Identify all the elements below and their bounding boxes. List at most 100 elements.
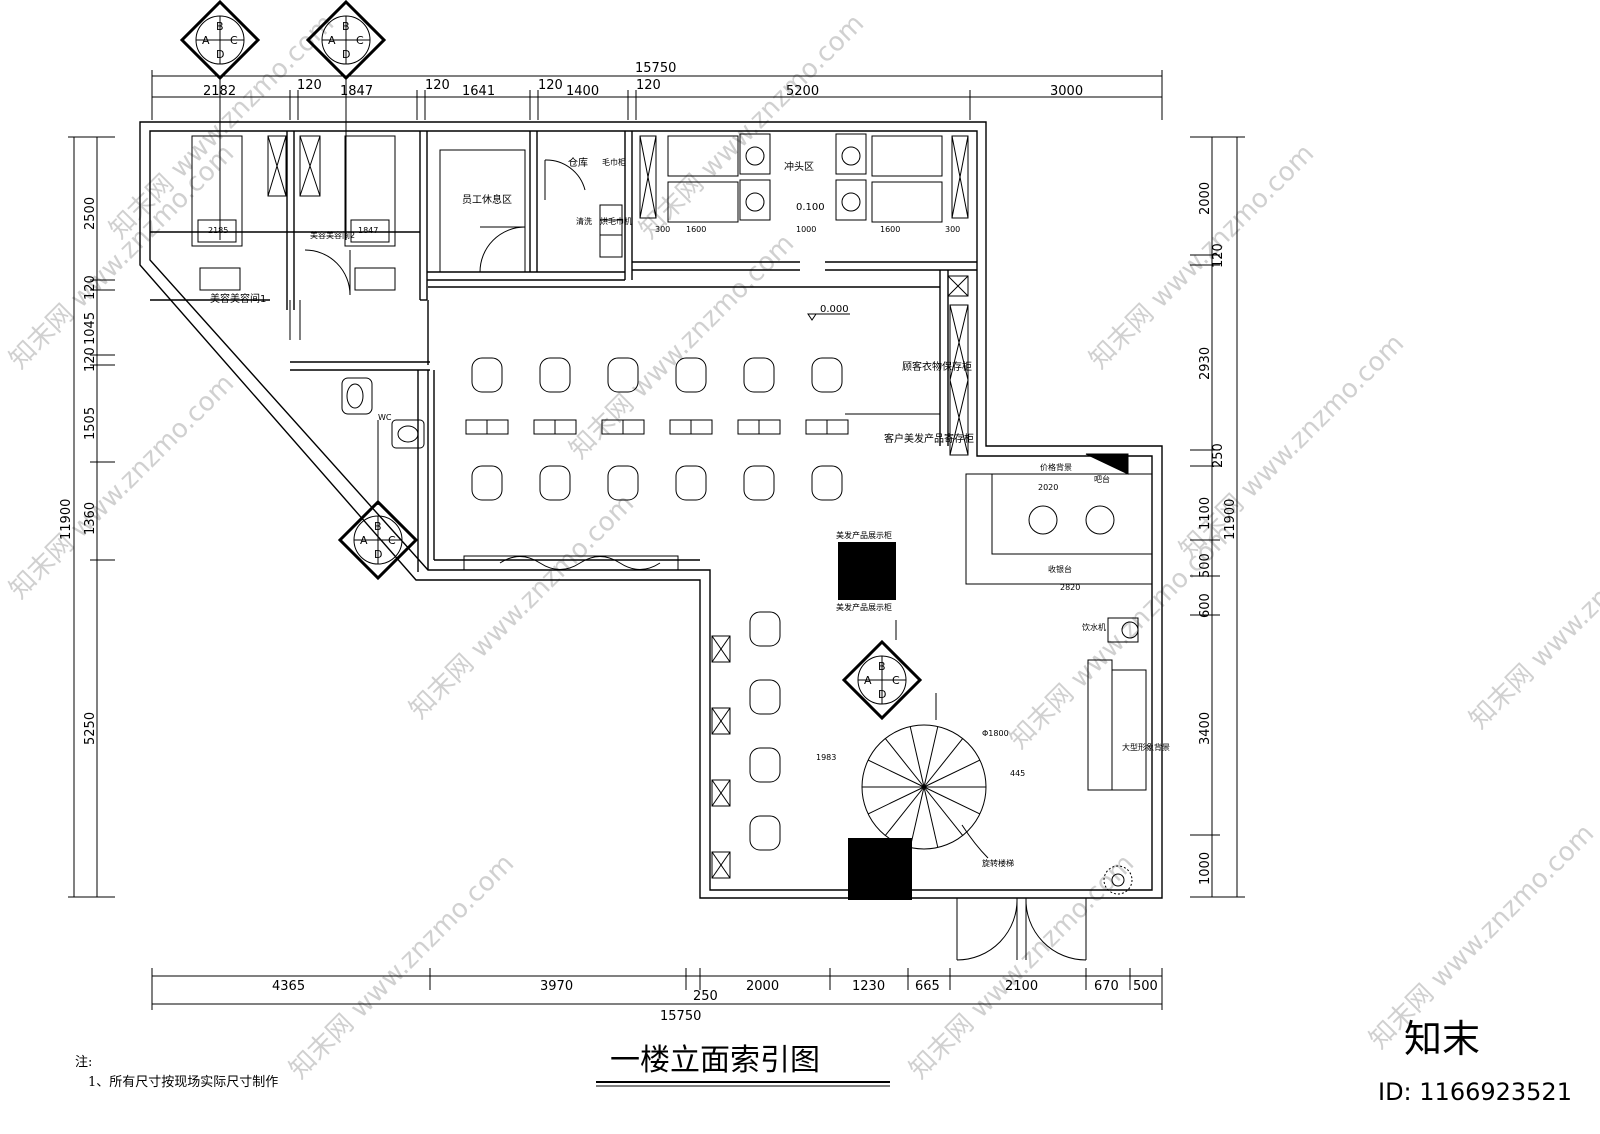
dim: 1505 bbox=[83, 407, 98, 440]
dim: 3000 bbox=[1050, 84, 1083, 99]
dim: 1000 bbox=[1198, 852, 1213, 885]
id-text: ID: 1166923521 bbox=[1378, 1078, 1572, 1106]
stair-tread bbox=[884, 786, 925, 836]
dim: 1847 bbox=[340, 84, 373, 99]
index-letter: B bbox=[878, 660, 886, 673]
label-bar: 吧台 bbox=[1094, 474, 1110, 484]
watermark: 知末网 www.znzmo.com bbox=[284, 849, 520, 1085]
label-water-dispenser: 饮水机 bbox=[1082, 622, 1106, 632]
reception-bar bbox=[965, 453, 1153, 791]
dim: 120 bbox=[1211, 243, 1226, 268]
stair-tread bbox=[923, 786, 981, 815]
dim: 2500 bbox=[83, 197, 98, 230]
index-letter: B bbox=[342, 20, 350, 33]
label-display-cabinet-top: 美发产品展示柜 bbox=[836, 530, 892, 540]
logo-text: 知末 bbox=[1404, 1017, 1480, 1061]
level-upper: 0.100 bbox=[796, 202, 825, 213]
watermark: 知末网 www.znzmo.com bbox=[904, 849, 1140, 1085]
styling-chair bbox=[471, 465, 503, 501]
dim: 2820 bbox=[1060, 583, 1080, 592]
dim: 1360 bbox=[83, 502, 98, 535]
stair-tread bbox=[923, 759, 981, 788]
dim-top-total: 15750 bbox=[635, 61, 676, 76]
waiting-chairs bbox=[463, 555, 781, 879]
dimensions-left bbox=[68, 136, 115, 898]
room-label-beauty-2: 美容美容间2 bbox=[310, 230, 355, 240]
dim: 600 bbox=[1198, 593, 1213, 618]
dim: 3400 bbox=[1198, 712, 1213, 745]
dim: 4365 bbox=[272, 979, 305, 994]
dimension-labels-bottom: 4365 3970 2000 1230 665 2100 670 500 250… bbox=[272, 979, 1158, 1024]
index-letter: C bbox=[388, 534, 396, 547]
label-wc: WC bbox=[378, 413, 392, 422]
dim: 120 bbox=[538, 78, 563, 93]
styling-chair bbox=[539, 465, 571, 501]
marker-leaders bbox=[219, 76, 937, 720]
index-letter: D bbox=[374, 548, 382, 561]
styling-chair bbox=[675, 357, 707, 393]
label-product-cabinet: 客户美发产品寄存柜 bbox=[884, 432, 974, 445]
entrance-door[interactable] bbox=[956, 897, 1087, 961]
shampoo-area bbox=[639, 133, 969, 223]
watermark: 知末网 www.znzmo.com bbox=[1464, 499, 1600, 735]
dimensions-top bbox=[151, 70, 1163, 120]
dimensions-bottom bbox=[151, 968, 1163, 1010]
level-floor: 0.000 bbox=[820, 304, 849, 315]
dim: 5250 bbox=[83, 712, 98, 745]
index-letter: D bbox=[878, 688, 886, 701]
watermark: 知末网 www.znzmo.com bbox=[404, 489, 640, 725]
dimension-labels-left: 11900 2500 120 1045 120 1505 1360 5250 bbox=[59, 197, 98, 745]
dim: 1230 bbox=[852, 979, 885, 994]
index-letter: A bbox=[202, 34, 210, 47]
stair-tread bbox=[923, 726, 939, 788]
dim: 1983 bbox=[816, 753, 836, 762]
level-mark bbox=[807, 313, 850, 321]
stair-tread bbox=[923, 786, 939, 848]
index-letter: D bbox=[216, 48, 224, 61]
plant-icon bbox=[1103, 865, 1133, 895]
watermark: 知末网 www.znzmo.com bbox=[1084, 139, 1320, 375]
room-label-beauty-1: 美容美容间1 bbox=[210, 292, 266, 305]
dim: 300 bbox=[655, 225, 670, 234]
walls bbox=[139, 121, 1163, 899]
dim: 2000 bbox=[1198, 182, 1213, 215]
dim: 120 bbox=[297, 78, 322, 93]
drawing-title: 一楼立面索引图 bbox=[610, 1043, 820, 1078]
index-letter: B bbox=[374, 520, 382, 533]
dim-bottom-total: 15750 bbox=[660, 1009, 701, 1024]
dimension-labels-right: 11900 2000 120 2930 250 1100 500 600 340… bbox=[1198, 182, 1238, 885]
dim: 120 bbox=[83, 275, 98, 300]
styling-chair bbox=[743, 357, 775, 393]
note-heading: 注: bbox=[75, 1055, 92, 1070]
dim: 250 bbox=[1211, 443, 1226, 468]
stair-tread bbox=[923, 786, 964, 836]
staff-rest-room bbox=[439, 149, 526, 273]
index-letter: A bbox=[328, 34, 336, 47]
watermark: 知末网 www.znzmo.com bbox=[104, 9, 340, 245]
dim: 670 bbox=[1094, 979, 1119, 994]
dim: 1600 bbox=[880, 225, 900, 234]
spiral-stair[interactable] bbox=[861, 724, 989, 859]
dim: 2185 bbox=[208, 226, 228, 235]
label-cash-counter: 收银台 bbox=[1048, 564, 1072, 574]
stair-tread bbox=[867, 759, 925, 788]
dim-right-total: 11900 bbox=[1223, 499, 1238, 540]
styling-chair bbox=[471, 357, 503, 393]
stair-tread bbox=[884, 738, 925, 788]
dim: 500 bbox=[1133, 979, 1158, 994]
locker-wall bbox=[845, 275, 969, 456]
dim: 120 bbox=[636, 78, 661, 93]
dim: 500 bbox=[1198, 553, 1213, 578]
dim: 5200 bbox=[786, 84, 819, 99]
styling-chair bbox=[743, 465, 775, 501]
index-letter: A bbox=[864, 674, 872, 687]
dim: 250 bbox=[693, 989, 718, 1004]
styling-stations bbox=[465, 357, 849, 501]
index-letter: D bbox=[342, 48, 350, 61]
label-towel-cabinet: 毛巾柜 bbox=[602, 157, 626, 167]
label-spiral-stair: 旋转楼梯 bbox=[982, 858, 1014, 868]
index-letter: A bbox=[360, 534, 368, 547]
